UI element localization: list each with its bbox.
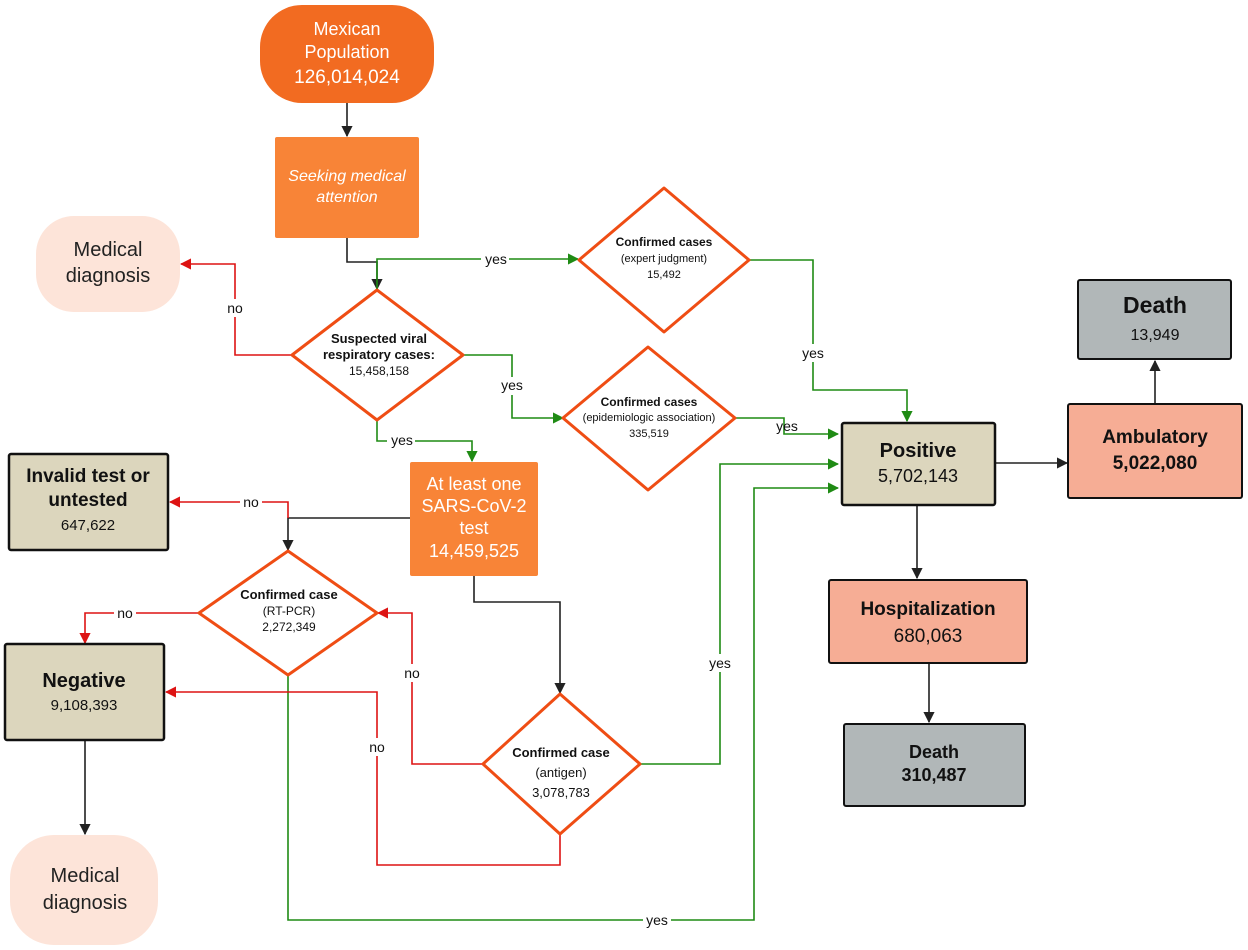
test-line3: test xyxy=(459,518,488,538)
ambulatory-value: 5,022,080 xyxy=(1113,453,1198,474)
edge-rtpcr-to-positive xyxy=(287,482,840,921)
node-positive: Positive 5,702,143 xyxy=(840,421,997,507)
edge-epi-to-positive xyxy=(735,417,840,440)
node-confirmed-rtpcr: Confirmed case (RT-PCR) 2,272,349 xyxy=(197,549,379,677)
label-no-negative: no xyxy=(117,605,133,621)
edge-antigen-to-negative xyxy=(164,686,561,866)
node-invalid-test: Invalid test or untested 647,622 xyxy=(7,452,170,552)
edge-seeking-to-suspected xyxy=(346,238,383,291)
node-medical-diagnosis-bottom: Medical diagnosis xyxy=(10,835,158,945)
test-line2: SARS-CoV-2 xyxy=(421,496,526,516)
label-yes-expert: yes xyxy=(485,251,507,267)
node-death-ambulatory: Death 13,949 xyxy=(1077,279,1232,360)
label-yes-test: yes xyxy=(391,432,413,448)
diagnosis-top-line2: diagnosis xyxy=(66,265,151,287)
node-suspected-cases: Suspected viral respiratory cases: 15,45… xyxy=(290,288,465,422)
rtpcr-line2: (RT-PCR) xyxy=(263,604,315,618)
edge-rtpcr-to-invalid xyxy=(168,496,289,518)
node-sars-test: At least one SARS-CoV-2 test 14,459,525 xyxy=(410,462,538,576)
suspected-line2: respiratory cases: xyxy=(323,347,435,362)
node-death-hospitalization: Death 310,487 xyxy=(843,723,1026,807)
expert-line1: Confirmed cases xyxy=(616,235,713,249)
ambulatory-line1: Ambulatory xyxy=(1102,427,1208,448)
seeking-line2: attention xyxy=(316,189,377,206)
antigen-line2: (antigen) xyxy=(535,765,586,780)
death-amb-value: 13,949 xyxy=(1131,327,1180,344)
suspected-line1: Suspected viral xyxy=(331,331,427,346)
label-yes-antigen: yes xyxy=(709,655,731,671)
label-yes-epi: yes xyxy=(501,377,523,393)
population-line1: Mexican xyxy=(313,19,380,39)
label-yes-epi-positive: yes xyxy=(776,418,798,434)
node-seeking-attention: Seeking medical attention xyxy=(275,137,419,238)
label-yes-expert-positive: yes xyxy=(802,345,824,361)
test-value: 14,459,525 xyxy=(429,541,519,561)
edge-labels: yes yes yes yes yes yes yes no no no no … xyxy=(114,250,827,929)
expert-value: 15,492 xyxy=(647,269,681,281)
positive-value: 5,702,143 xyxy=(878,466,958,486)
node-negative: Negative 9,108,393 xyxy=(3,642,166,742)
positive-line1: Positive xyxy=(880,440,957,462)
epi-line1: Confirmed cases xyxy=(601,395,698,409)
hospitalization-value: 680,063 xyxy=(894,626,963,647)
label-yes-rtpcr: yes xyxy=(646,912,668,928)
diagnosis-bottom-line2: diagnosis xyxy=(43,892,128,914)
edge-test-to-rtpcr xyxy=(282,517,410,552)
node-confirmed-antigen: Confirmed case (antigen) 3,078,783 xyxy=(481,692,642,836)
edge-antigen-to-rtpcr xyxy=(376,607,483,765)
expert-line2: (expert judgment) xyxy=(621,253,707,265)
edge-expert-to-positive xyxy=(749,259,913,423)
node-population: Mexican Population 126,014,024 xyxy=(260,5,434,103)
label-no-antigen-rtpcr: no xyxy=(404,665,420,681)
invalid-line2: untested xyxy=(48,490,127,511)
edge-antigen-to-positive xyxy=(640,458,840,765)
epi-value: 335,519 xyxy=(629,428,669,440)
test-line1: At least one xyxy=(426,474,521,494)
invalid-value: 647,622 xyxy=(61,517,115,534)
seeking-line1: Seeking medical xyxy=(288,168,406,185)
node-hospitalization: Hospitalization 680,063 xyxy=(828,579,1028,664)
negative-value: 9,108,393 xyxy=(51,697,118,714)
edge-suspected-to-test xyxy=(376,421,478,463)
node-medical-diagnosis-top: Medical diagnosis xyxy=(36,216,180,312)
edge-suspected-to-expert xyxy=(376,253,580,289)
epi-line2: (epidemiologic association) xyxy=(583,412,716,424)
death-hosp-line1: Death xyxy=(909,742,959,762)
rtpcr-line1: Confirmed case xyxy=(240,587,338,602)
antigen-value: 3,078,783 xyxy=(532,785,590,800)
rtpcr-value: 2,272,349 xyxy=(262,620,316,634)
suspected-value: 15,458,158 xyxy=(349,364,409,378)
label-no-suspected: no xyxy=(227,300,243,316)
death-amb-line1: Death xyxy=(1123,292,1187,318)
population-line2: Population xyxy=(304,42,389,62)
hospitalization-line1: Hospitalization xyxy=(860,599,995,620)
label-no-antigen-negative: no xyxy=(369,739,385,755)
label-no-invalid: no xyxy=(243,494,259,510)
node-confirmed-epi: Confirmed cases (epidemiologic associati… xyxy=(561,345,737,492)
invalid-line1: Invalid test or xyxy=(26,466,150,487)
antigen-line1: Confirmed case xyxy=(512,745,610,760)
node-ambulatory: Ambulatory 5,022,080 xyxy=(1067,403,1243,499)
edge-test-to-antigen xyxy=(473,576,566,695)
node-confirmed-expert: Confirmed cases (expert judgment) 15,492 xyxy=(577,186,751,334)
edge-rtpcr-to-negative xyxy=(79,612,198,645)
connectors xyxy=(79,103,1161,921)
diagnosis-bottom-line1: Medical xyxy=(51,865,120,887)
population-value: 126,014,024 xyxy=(294,67,400,88)
negative-line1: Negative xyxy=(42,670,125,692)
death-hosp-value: 310,487 xyxy=(901,765,966,785)
diagnosis-top-line1: Medical xyxy=(74,239,143,261)
